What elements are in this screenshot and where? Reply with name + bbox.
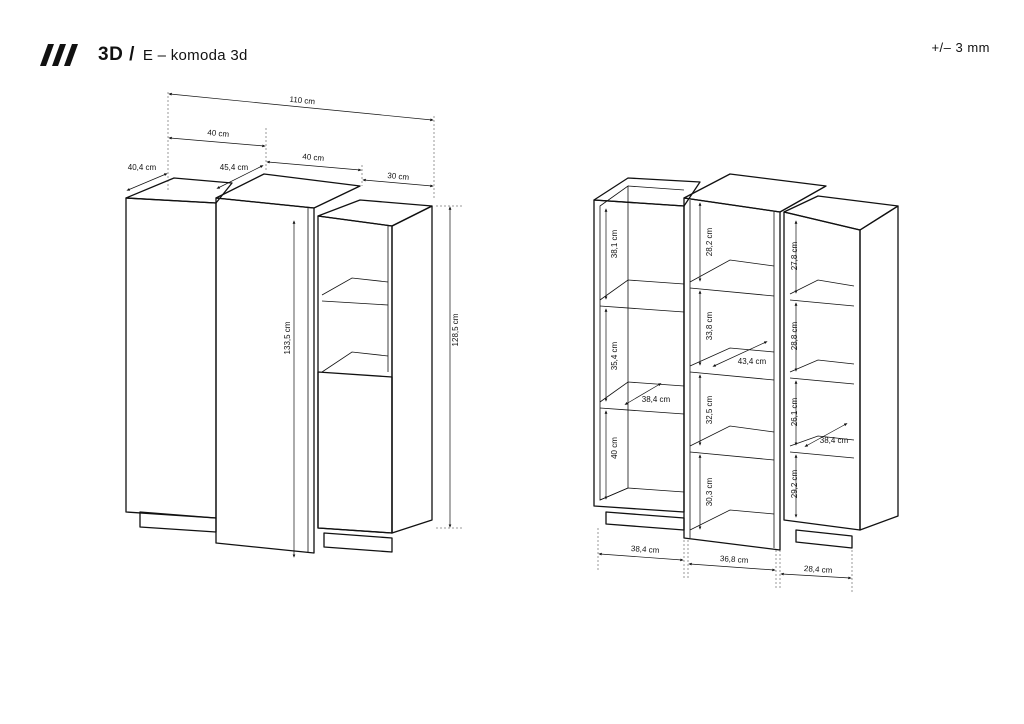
label-left-h1: 38,1 cm <box>610 229 619 258</box>
label-right-h2: 28,8 cm <box>790 321 799 350</box>
front-middle-cabinet <box>215 173 361 554</box>
label-mid-h4: 30,3 cm <box>705 477 714 506</box>
dim-width-total <box>168 92 434 122</box>
label-depth-middle: 45,4 cm <box>220 163 249 172</box>
label-height-middle: 133,5 cm <box>283 321 292 354</box>
dim-depth-left <box>126 173 168 191</box>
label-left-h3: 40 cm <box>610 437 619 459</box>
page-subtitle: E – komoda 3d <box>142 46 248 64</box>
dim-left-width <box>598 552 684 562</box>
header: 3D / E – komoda 3d <box>40 38 248 72</box>
label-left-depth: 38,4 cm <box>642 395 671 404</box>
dim-width-right <box>362 178 434 188</box>
label-depth-left: 40,4 cm <box>128 163 157 172</box>
label-mid-h2: 33,8 cm <box>705 311 714 340</box>
label-mid-h1: 28,2 cm <box>705 227 714 256</box>
label-mid-depth: 43,4 cm <box>738 357 767 366</box>
label-mid-width: 36,8 cm <box>720 554 749 565</box>
label-width-middle: 40 cm <box>302 152 325 163</box>
dim-right-depth <box>804 423 848 447</box>
label-right-h4: 29,2 cm <box>790 469 799 498</box>
open-view: 38,1 cm 35,4 cm 40 cm 38,4 cm 28,2 cm 33… <box>593 173 899 594</box>
dim-width-middle <box>266 160 362 172</box>
tolerance-note: +/– 3 mm <box>931 40 990 55</box>
front-view: 110 cm 40 cm 40 cm 30 cm 40,4 cm 45,4 cm… <box>125 92 462 558</box>
dim-mid-depth <box>712 341 768 367</box>
label-width-right: 30 cm <box>387 171 410 182</box>
front-right-cabinet <box>317 199 433 553</box>
dim-width-left <box>168 136 266 148</box>
label-right-h1: 27,8 cm <box>790 241 799 270</box>
label-left-width: 38,4 cm <box>631 544 660 555</box>
triple-slash-icon <box>40 44 78 66</box>
label-left-h2: 35,4 cm <box>610 341 619 370</box>
dim-right-width <box>780 572 852 580</box>
label-height-right: 128,5 cm <box>451 313 460 346</box>
open-right-column <box>783 195 899 549</box>
label-right-depth: 38,4 cm <box>820 436 849 445</box>
page-title: 3D / <box>98 44 135 65</box>
label-mid-h3: 32,5 cm <box>705 395 714 424</box>
label-right-h3: 26,1 cm <box>790 397 799 426</box>
dim-left-depth <box>624 383 662 405</box>
label-width-left: 40 cm <box>207 128 230 139</box>
label-right-width: 28,4 cm <box>804 564 833 575</box>
dim-depth-middle <box>216 165 264 189</box>
label-width-total: 110 cm <box>289 95 316 106</box>
dim-mid-width <box>688 562 776 572</box>
